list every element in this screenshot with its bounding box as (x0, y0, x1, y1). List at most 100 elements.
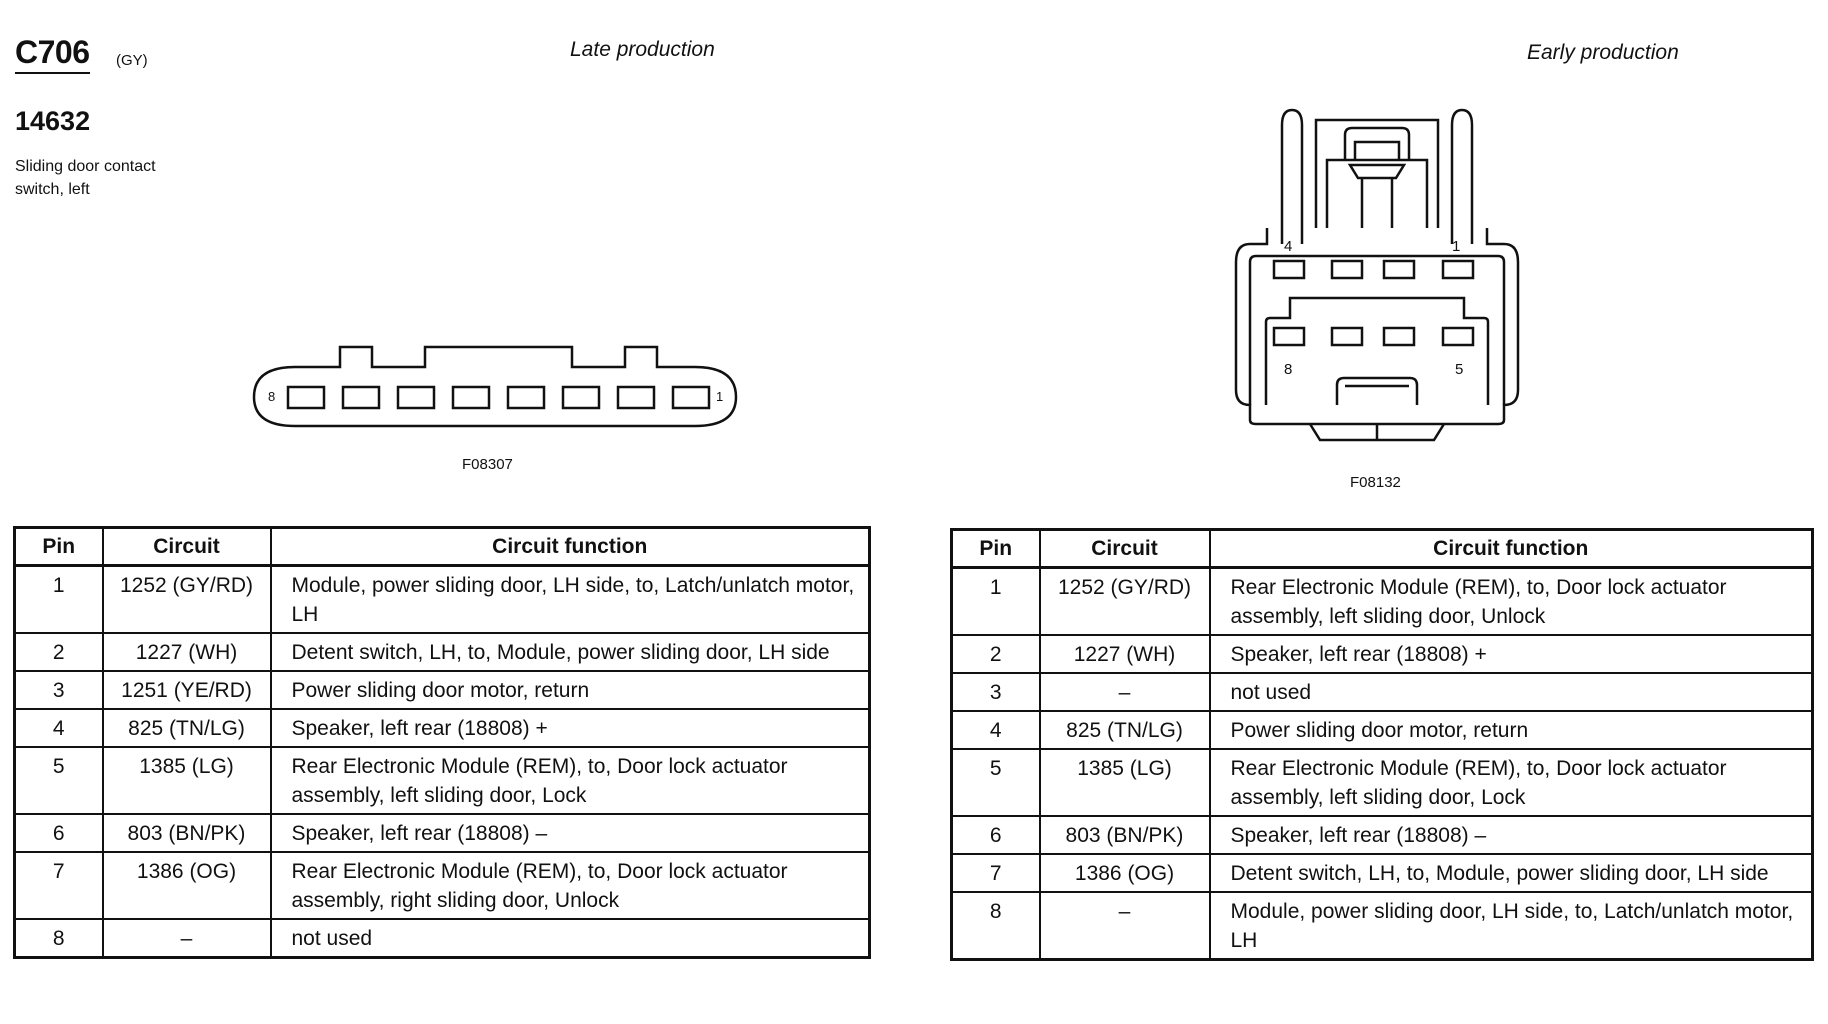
late-pin-label-8: 8 (268, 389, 276, 404)
early-connector-right-latch (1450, 108, 1474, 244)
function-cell: Rear Electronic Module (REM), to, Door l… (269, 851, 871, 920)
function-cell: Detent switch, LH, to, Module, power sli… (269, 632, 871, 672)
pin-cell: 1 (13, 564, 104, 634)
late-pin-2 (616, 385, 656, 410)
early-pin-label-5: 5 (1455, 361, 1464, 378)
early-production-label: Early production (1527, 41, 1679, 64)
late-pin-1 (671, 385, 711, 410)
function-cell: Rear Electronic Module (REM), to, Door l… (1208, 566, 1814, 636)
column-header-function: Circuit function (1208, 528, 1814, 569)
function-cell: Power sliding door motor, return (269, 670, 871, 710)
function-cell: Module, power sliding door, LH side, to,… (1208, 891, 1814, 961)
circuit-cell: 825 (TN/LG) (1038, 710, 1211, 750)
function-cell: not used (269, 918, 871, 959)
early-pin-8 (1272, 326, 1306, 347)
column-header-pin: Pin (950, 528, 1041, 569)
pin-cell: 4 (13, 708, 104, 748)
late-pin-3 (561, 385, 601, 410)
table-row: 8–Module, power sliding door, LH side, t… (950, 891, 1814, 961)
connector-color: (GY) (116, 52, 148, 69)
table-row: 8–not used (13, 918, 871, 959)
pin-cell: 2 (13, 632, 104, 672)
early-pin-2 (1382, 259, 1416, 280)
pin-cell: 5 (13, 746, 104, 815)
late-pin-4 (506, 385, 546, 410)
pin-cell: 8 (13, 918, 104, 959)
circuit-cell: 1386 (OG) (101, 851, 272, 920)
circuit-cell: 1251 (YE/RD) (101, 670, 272, 710)
pin-cell: 1 (950, 566, 1041, 636)
circuit-cell: 1385 (LG) (1038, 748, 1211, 817)
pin-cell: 7 (13, 851, 104, 920)
circuit-cell: 1227 (WH) (101, 632, 272, 672)
late-connector-housing (252, 345, 738, 428)
circuit-cell: 803 (BN/PK) (1038, 815, 1211, 855)
early-pin-4 (1272, 259, 1306, 280)
function-cell: not used (1208, 672, 1814, 712)
early-pin-label-4: 4 (1284, 238, 1293, 255)
function-cell: Rear Electronic Module (REM), to, Door l… (1208, 748, 1814, 817)
early-pin-5 (1441, 326, 1475, 347)
late-pin-7 (341, 385, 381, 410)
circuit-cell: 1385 (LG) (101, 746, 272, 815)
early-connector-key (1335, 376, 1419, 405)
column-header-function: Circuit function (269, 526, 871, 567)
function-cell: Speaker, left rear (18808) + (1208, 634, 1814, 674)
early-pin-label-1: 1 (1452, 238, 1461, 255)
early-pin-3 (1330, 259, 1364, 280)
column-header-circuit: Circuit (1038, 528, 1211, 569)
pin-cell: 5 (950, 748, 1041, 817)
table-header-row: Pin Circuit Circuit function (13, 526, 871, 567)
circuit-cell: 1227 (WH) (1038, 634, 1211, 674)
function-cell: Speaker, left rear (18808) + (269, 708, 871, 748)
function-cell: Speaker, left rear (18808) – (1208, 815, 1814, 855)
early-connector-left-latch (1280, 108, 1304, 244)
early-connector-outer-housing (1234, 228, 1520, 426)
column-header-circuit: Circuit (101, 526, 272, 567)
early-pin-6 (1382, 326, 1416, 347)
circuit-cell: 1386 (OG) (1038, 853, 1211, 893)
function-cell: Module, power sliding door, LH side, to,… (269, 564, 871, 634)
circuit-cell: 803 (BN/PK) (101, 813, 272, 853)
connector-code: C706 (15, 36, 90, 74)
function-cell: Detent switch, LH, to, Module, power sli… (1208, 853, 1814, 893)
connector-description: Sliding door contact switch, left (15, 158, 156, 198)
function-cell: Rear Electronic Module (REM), to, Door l… (269, 746, 871, 815)
pin-cell: 3 (13, 670, 104, 710)
late-pin-6 (396, 385, 436, 410)
circuit-cell: – (1038, 672, 1211, 712)
table-header-row: Pin Circuit Circuit function (950, 528, 1814, 569)
late-figure-id: F08307 (462, 456, 513, 473)
late-pin-label-1: 1 (716, 389, 724, 404)
pin-cell: 6 (950, 815, 1041, 855)
early-production-connector-diagram (1234, 108, 1520, 442)
late-pin-5 (451, 385, 491, 410)
table-row: 3–not used (950, 672, 1814, 712)
column-header-pin: Pin (13, 526, 104, 567)
pin-cell: 6 (13, 813, 104, 853)
early-pin-7 (1330, 326, 1364, 347)
early-connector-inner-cavity (1264, 296, 1490, 405)
early-pin-1 (1441, 259, 1475, 280)
pin-cell: 4 (950, 710, 1041, 750)
pin-cell: 2 (950, 634, 1041, 674)
function-cell: Power sliding door motor, return (1208, 710, 1814, 750)
pin-cell: 3 (950, 672, 1041, 712)
circuit-cell: 1252 (GY/RD) (101, 564, 272, 634)
